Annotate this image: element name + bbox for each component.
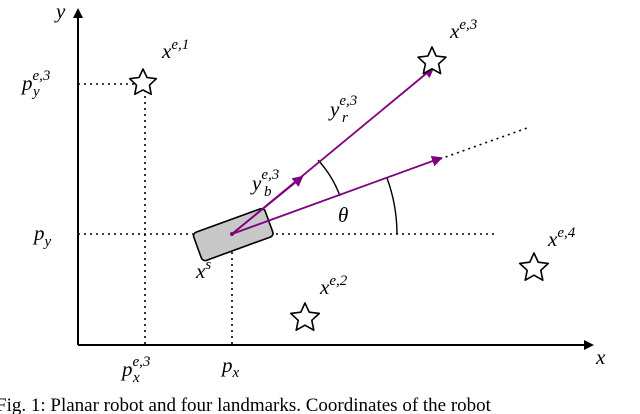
figure-caption: Fig. 1: Planar robot and four landmarks.… bbox=[0, 395, 492, 414]
y-axis-label: y bbox=[54, 0, 66, 23]
landmark-2-label: xe,2 bbox=[319, 273, 348, 299]
landmark-1-label: xe,1 bbox=[161, 37, 189, 63]
py-e3-label: pe,3 bbox=[20, 68, 50, 95]
x-axis-label: x bbox=[595, 345, 606, 369]
px-e3-subscript: x bbox=[132, 370, 140, 386]
yr-e3-subscript: r bbox=[342, 110, 348, 126]
yb-e3-label: ye,3 bbox=[250, 167, 279, 195]
landmark-vector-yb bbox=[231, 175, 304, 235]
py-e3-subscript: y bbox=[31, 84, 40, 100]
yb-e3-subscript: b bbox=[264, 184, 272, 200]
landmark-1-star-icon bbox=[128, 68, 158, 96]
theta-label: θ bbox=[338, 203, 348, 227]
landmark-3-label: xe,3 bbox=[449, 17, 477, 43]
px-e3-label: pe,3 bbox=[120, 354, 150, 381]
landmark-3-star-icon bbox=[417, 46, 447, 75]
px-label: px bbox=[220, 353, 240, 381]
py-label: py bbox=[32, 221, 52, 250]
landmark-2-star-icon bbox=[289, 302, 321, 332]
theta-arc bbox=[386, 177, 398, 235]
yr-e3-label: ye,3 bbox=[328, 93, 357, 121]
landmark-4-label: xe,4 bbox=[547, 225, 576, 251]
heading-extension bbox=[439, 126, 531, 160]
bearing-arc bbox=[317, 159, 341, 197]
xs-label: xs bbox=[195, 257, 211, 283]
heading-vector bbox=[231, 155, 443, 235]
landmark-4-star-icon bbox=[518, 252, 550, 282]
